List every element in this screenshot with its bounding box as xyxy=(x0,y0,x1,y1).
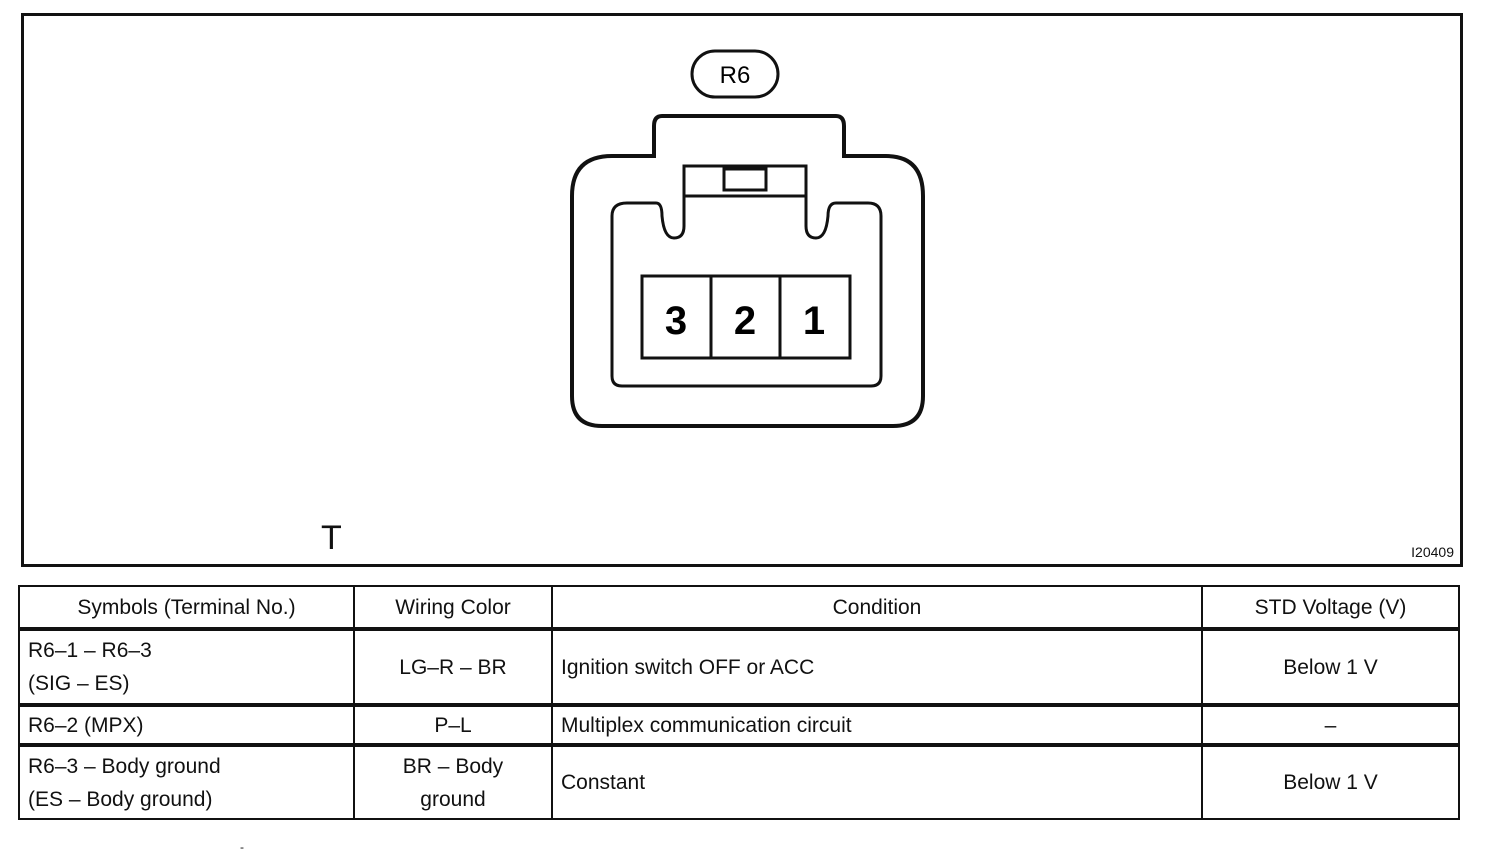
terminal-2-label: 2 xyxy=(734,299,756,343)
terminal-1-label: 1 xyxy=(803,299,825,343)
terminal-spec-table: Symbols (Terminal No.) Wiring Color Cond… xyxy=(18,585,1460,820)
terminal-block xyxy=(640,274,852,360)
cell-wiring-color-line: ground xyxy=(420,787,486,811)
cell-std-voltage: Below 1 V xyxy=(1201,627,1460,706)
connector-label: R6 xyxy=(720,62,751,89)
connector-cavity xyxy=(610,194,883,388)
connector-diagram-frame: R6 3 2 1 T I20409 xyxy=(21,13,1463,567)
connector-r6-drawing: R6 3 2 1 xyxy=(570,49,925,428)
cell-std-voltage: – xyxy=(1201,703,1460,746)
header-symbols: Symbols (Terminal No.) xyxy=(18,585,355,630)
connector-latch-tab xyxy=(722,167,768,192)
stray-mark: - xyxy=(240,840,244,854)
cell-condition: Multiplex communication circuit xyxy=(551,703,1203,746)
cell-wiring-color: LG–R – BR xyxy=(353,627,553,706)
cell-wiring-color: P–L xyxy=(353,703,553,746)
cell-symbol: R6–3 – Body ground (ES – Body ground) xyxy=(18,743,355,820)
header-std-voltage: STD Voltage (V) xyxy=(1201,585,1460,630)
cell-symbol: R6–2 (MPX) xyxy=(18,703,355,746)
cell-std-voltage: Below 1 V xyxy=(1201,743,1460,820)
terminal-3-label: 3 xyxy=(665,299,687,343)
table-row: R6–2 (MPX) P–L Multiplex communication c… xyxy=(18,703,1460,746)
table-row: R6–3 – Body ground (ES – Body ground) BR… xyxy=(18,743,1460,820)
cell-condition: Ignition switch OFF or ACC xyxy=(551,627,1203,706)
cell-symbol-line: R6–3 – Body ground xyxy=(28,754,221,778)
header-wiring-color: Wiring Color xyxy=(353,585,553,630)
cell-wiring-color: BR – Body ground xyxy=(353,743,553,820)
connector-label-capsule xyxy=(690,49,780,99)
cell-symbol-line: R6–1 – R6–3 xyxy=(28,639,152,662)
cell-symbol-line: (SIG – ES) xyxy=(28,672,130,695)
cell-symbol: R6–1 – R6–3 (SIG – ES) xyxy=(18,627,355,706)
corner-mark: T xyxy=(321,519,342,557)
table-row: R6–1 – R6–3 (SIG – ES) LG–R – BR Ignitio… xyxy=(18,627,1460,706)
figure-code: I20409 xyxy=(1411,544,1454,560)
cell-condition: Constant xyxy=(551,743,1203,820)
cell-symbol-line: (ES – Body ground) xyxy=(28,787,213,811)
cell-wiring-color-line: BR – Body xyxy=(402,754,504,778)
connector-housing xyxy=(570,114,925,428)
connector-latch xyxy=(682,164,808,198)
header-condition: Condition xyxy=(551,585,1203,630)
table-header-row: Symbols (Terminal No.) Wiring Color Cond… xyxy=(18,585,1460,630)
